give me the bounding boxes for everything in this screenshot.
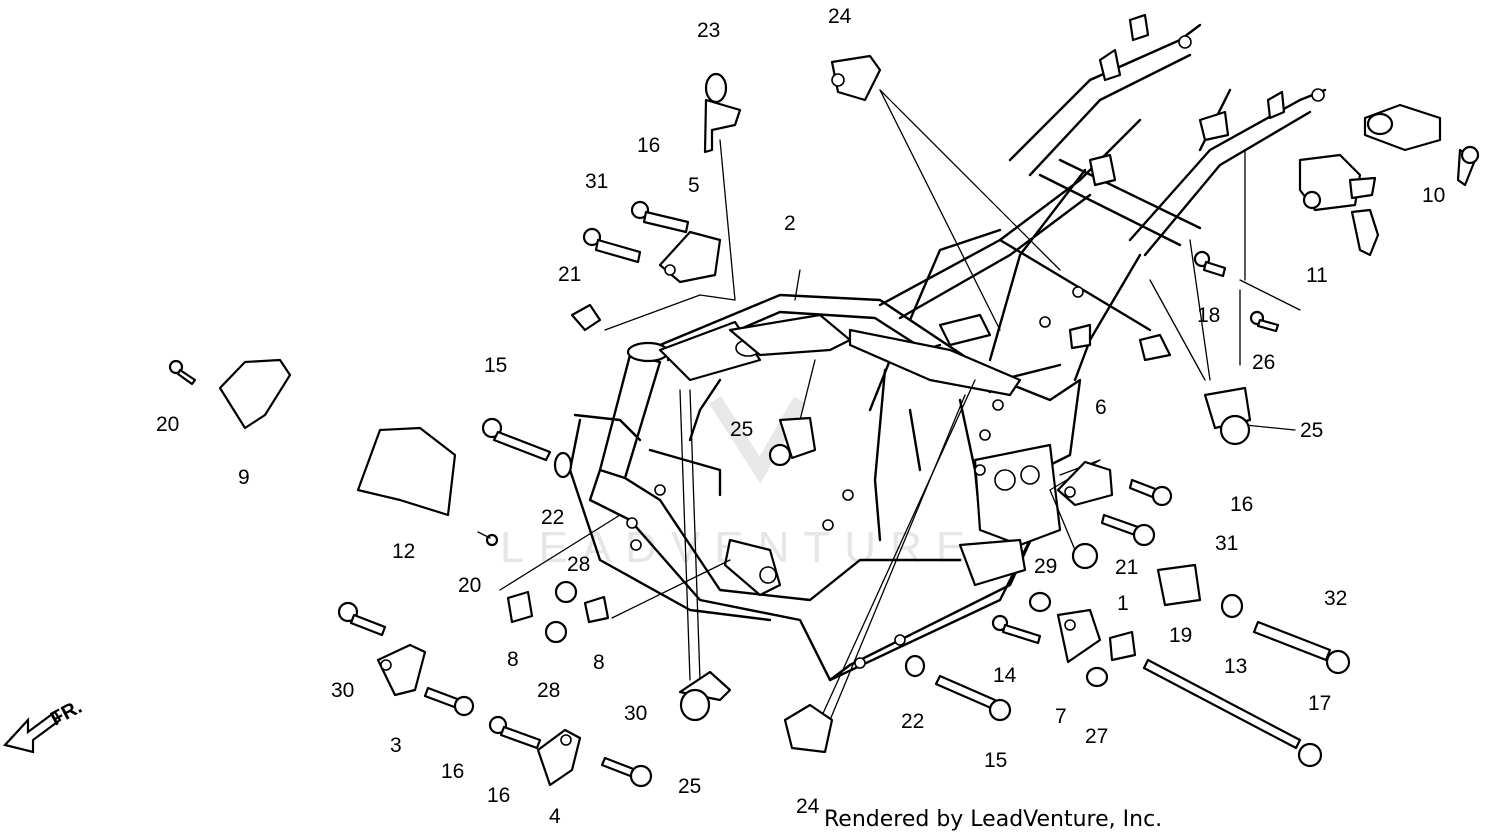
front-direction-arrow: FR. <box>2 696 86 754</box>
callout-22-upper: 22 <box>541 506 564 529</box>
callout-14: 14 <box>993 664 1017 687</box>
callout-23: 23 <box>697 19 720 42</box>
callout-32: 32 <box>1324 587 1347 610</box>
part-22-washer-lower[interactable] <box>904 654 926 678</box>
callout-26: 26 <box>1252 351 1275 374</box>
part-15-bolt-upper[interactable] <box>481 417 552 462</box>
callout-13: 13 <box>1224 655 1247 678</box>
callout-27: 27 <box>1085 725 1108 748</box>
callout-25-bottom: 25 <box>678 775 701 798</box>
callout-12: 12 <box>392 540 415 563</box>
callout-1: 1 <box>1117 592 1129 615</box>
callout-25-right: 25 <box>1300 419 1323 442</box>
part-26-bolt[interactable] <box>1249 310 1280 333</box>
callout-30-left: 30 <box>331 679 354 702</box>
part-25-clip-right[interactable] <box>1203 386 1252 446</box>
callout-25-center: 25 <box>730 418 753 441</box>
credit-text: Rendered by LeadVenture, Inc. <box>824 807 1163 832</box>
callout-2: 2 <box>784 212 796 235</box>
part-22-washer-upper[interactable] <box>553 451 573 479</box>
main-frame[interactable] <box>568 13 1327 682</box>
callout-16-left: 16 <box>441 760 464 783</box>
part-16-bolt-left[interactable] <box>423 686 475 717</box>
part-21-rubber-right[interactable] <box>1071 542 1099 570</box>
callout-4: 4 <box>549 805 561 828</box>
part-1-collar[interactable] <box>1108 630 1137 662</box>
callout-16-bottom: 16 <box>487 784 510 807</box>
callout-28-lower: 28 <box>537 679 560 702</box>
part-20-screw-lower[interactable] <box>477 531 499 547</box>
callout-8-right: 8 <box>593 651 605 674</box>
part-25-clip-bottom[interactable] <box>678 670 732 722</box>
callout-22-lower: 22 <box>901 710 924 733</box>
callout-10: 10 <box>1422 184 1445 207</box>
part-8-collar-left[interactable] <box>506 590 534 624</box>
part-25-clip-center[interactable] <box>768 416 817 467</box>
callout-7: 7 <box>1055 705 1067 728</box>
callout-15-lower: 15 <box>984 749 1007 772</box>
part-17-long-bolt[interactable] <box>1142 658 1323 768</box>
part-30-bolt-bottom[interactable] <box>600 756 653 788</box>
part-8-collar-right[interactable] <box>583 595 610 624</box>
part-14-bolt[interactable] <box>991 614 1042 645</box>
callout-20-lower: 20 <box>458 574 481 597</box>
callout-11: 11 <box>1306 264 1328 287</box>
part-5-bracket[interactable] <box>658 230 722 284</box>
callout-15-upper: 15 <box>484 354 507 377</box>
callout-19: 19 <box>1169 624 1192 647</box>
part-12-shroud[interactable] <box>356 426 457 517</box>
callout-31-right: 31 <box>1215 532 1238 555</box>
part-21-rubber-top[interactable] <box>570 303 602 332</box>
callout-17: 17 <box>1308 692 1331 715</box>
leader-lines <box>499 89 1301 721</box>
callout-21-top: 21 <box>558 263 581 286</box>
part-11-ignition-switch[interactable] <box>1298 153 1380 257</box>
callout-16-right: 16 <box>1230 493 1253 516</box>
part-6-bracket[interactable] <box>1056 460 1114 507</box>
part-24-wire-clip-top[interactable] <box>830 54 882 102</box>
part-28-nut-lower[interactable] <box>544 620 568 644</box>
callout-24-bottom: 24 <box>796 795 820 818</box>
part-32-bolt[interactable] <box>1252 620 1351 675</box>
part-3-bracket[interactable] <box>376 643 427 697</box>
callout-20-upper: 20 <box>156 413 179 436</box>
callout-6: 6 <box>1095 396 1107 419</box>
callout-28-upper: 28 <box>567 553 590 576</box>
callout-5: 5 <box>688 174 700 197</box>
part-23-cable-clamp[interactable] <box>703 72 742 154</box>
callout-24-top: 24 <box>828 5 852 28</box>
callout-31-top: 31 <box>585 170 608 193</box>
part-31-bolt-top[interactable] <box>582 227 642 264</box>
callout-18: 18 <box>1197 304 1220 327</box>
part-16-bolt-right[interactable] <box>1128 478 1173 507</box>
callout-9: 9 <box>238 466 250 489</box>
part-31-bolt-right[interactable] <box>1100 513 1156 547</box>
callout-3: 3 <box>390 734 402 757</box>
callout-30-bottom: 30 <box>624 702 647 725</box>
callout-8-left: 8 <box>507 648 519 671</box>
part-16-bolt-top[interactable] <box>630 200 690 234</box>
part-9-side-cover[interactable] <box>218 358 292 430</box>
part-15-bolt-lower[interactable] <box>934 674 1012 722</box>
part-28-nut-upper[interactable] <box>554 580 578 604</box>
part-24-wire-clip-bottom[interactable] <box>783 703 834 754</box>
part-27-nut[interactable] <box>1085 666 1109 688</box>
part-7-plate[interactable] <box>1056 608 1102 664</box>
part-4-bracket[interactable] <box>536 728 582 787</box>
part-20-screw-upper[interactable] <box>168 359 197 386</box>
callout-21-right: 21 <box>1115 556 1138 579</box>
callout-16-top: 16 <box>637 134 660 157</box>
callout-29: 29 <box>1034 555 1057 578</box>
part-10-seat-lock[interactable] <box>1363 103 1480 187</box>
part-16-bolt-bottom[interactable] <box>488 715 542 750</box>
part-30-bolt-left[interactable] <box>337 601 387 637</box>
callout-labels: 1 2 3 4 5 6 7 8 8 9 10 11 12 13 14 15 15… <box>156 5 1445 828</box>
part-18-bolt[interactable] <box>1193 250 1227 278</box>
part-13-nut[interactable] <box>1220 593 1244 619</box>
part-19-collar[interactable] <box>1156 563 1202 607</box>
part-29-nut[interactable] <box>1028 591 1052 613</box>
